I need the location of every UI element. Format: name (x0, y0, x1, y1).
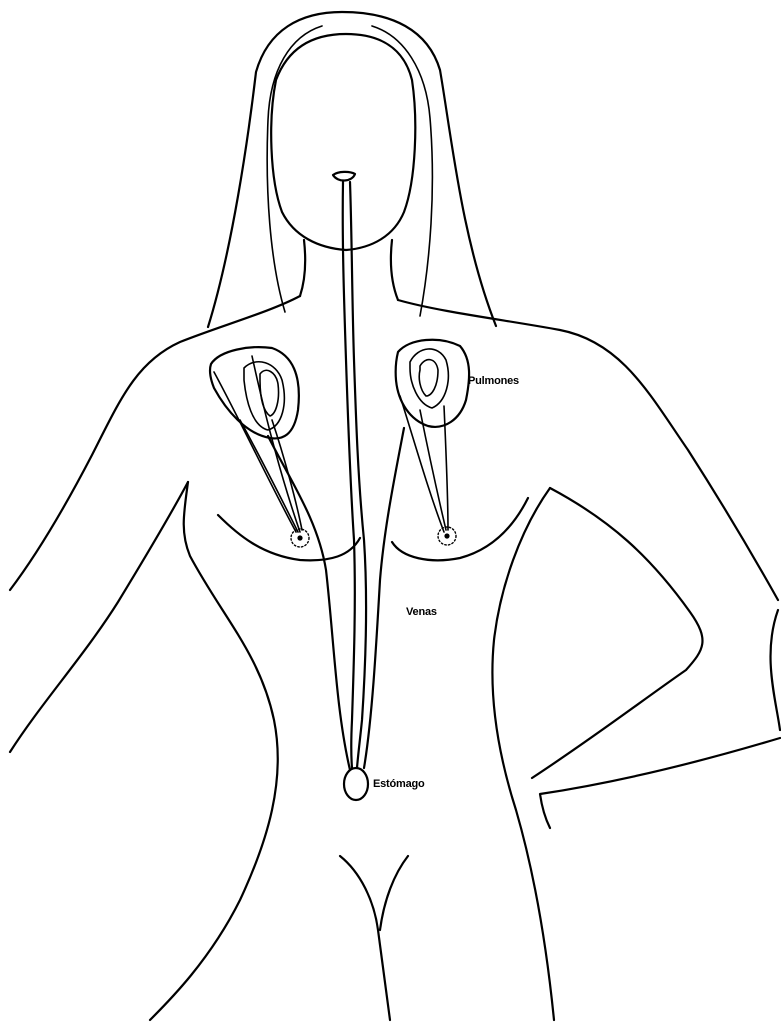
vein-left-to-stomach (268, 436, 350, 770)
right-arm-outer (771, 610, 780, 730)
stomach (344, 768, 368, 800)
hair-inner-left (267, 26, 322, 312)
left-nipple (297, 535, 302, 540)
right-shoulder-arm (398, 300, 778, 600)
hair-inner-right (372, 26, 432, 316)
left-inner-arm (10, 482, 188, 752)
left-vessel-2 (252, 356, 300, 532)
right-arm-upper (532, 488, 702, 778)
right-arm-lower (540, 738, 780, 828)
right-lung-outer (396, 340, 469, 427)
groin-right (380, 856, 408, 930)
neck-left (300, 240, 305, 296)
vein-right-to-stomach (364, 428, 404, 768)
mouth (333, 172, 355, 181)
left-lung-core (260, 370, 279, 416)
left-torso (150, 482, 278, 1020)
neck-right (391, 240, 398, 300)
groin-left (340, 856, 390, 1020)
left-breast-contour (218, 515, 360, 560)
right-lung-inner (410, 349, 448, 408)
left-lung-outer (210, 347, 299, 438)
right-lung-core (419, 360, 438, 396)
right-vessel-2 (420, 410, 446, 530)
stomach-label: Estómago (373, 778, 425, 790)
right-nipple (444, 533, 449, 538)
right-torso (492, 488, 554, 1020)
veins-label: Venas (406, 606, 437, 618)
lungs-label: Pulmones (468, 375, 519, 387)
right-breast-contour (392, 498, 528, 560)
